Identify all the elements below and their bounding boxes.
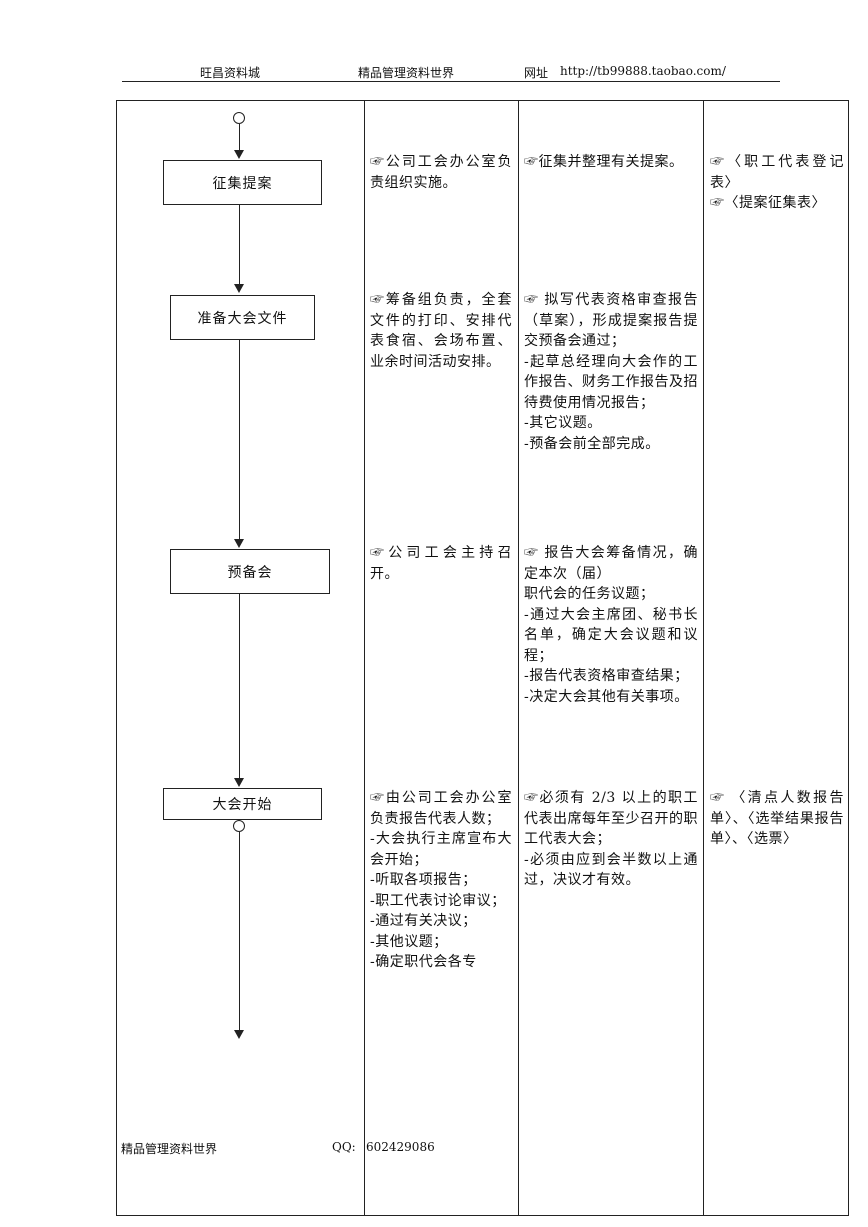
procedure-table xyxy=(116,100,849,1216)
responsibility-text: ☞公司工会办公室负责组织实施。 xyxy=(370,154,512,191)
step-1-records: ☞〈职工代表登记表〉 ☞〈提案征集表〉 xyxy=(710,152,844,214)
responsibility-text: -通过有关决议； xyxy=(370,913,477,929)
requirement-text: ☞必须有 2/3 以上的职工代表出席每年至少召开的职工代表大会； xyxy=(524,790,698,847)
responsibility-text: ☞由公司工会办公室负责报告代表人数； xyxy=(370,790,512,827)
flow-connector-circle xyxy=(233,820,245,832)
responsibility-text: ☞筹备组负责，全套文件的打印、安排代表食宿、会场布置、业余时间活动安排。 xyxy=(370,292,512,370)
requirement-text: -通过大会主席团、秘书长名单，确定大会议题和议程； xyxy=(524,606,698,664)
flow-start-circle xyxy=(233,112,245,124)
flow-arrow-icon xyxy=(234,284,244,293)
flow-arrow-icon xyxy=(234,539,244,548)
flow-connector xyxy=(239,205,240,285)
responsibility-text: -其他议题； xyxy=(370,933,448,950)
step-1-responsibility: ☞公司工会办公室负责组织实施。 xyxy=(370,152,512,193)
header-title: 精品管理资料世界 xyxy=(358,66,455,80)
requirement-text: ☞ 报告大会筹备情况，确定本次（届） xyxy=(524,545,698,582)
requirement-text: ☞征集并整理有关提案。 xyxy=(524,154,684,170)
requirement-text: -起草总经理向大会作的工作报告、财务工作报告及招待费使用情况报告； xyxy=(524,353,698,411)
step-4-requirements: ☞必须有 2/3 以上的职工代表出席每年至少召开的职工代表大会； -必须由应到会… xyxy=(524,788,698,891)
requirement-text: -决定大会其他有关事项。 xyxy=(524,688,689,705)
footer-site-name: 精品管理资料世界 xyxy=(121,1142,218,1156)
requirement-text: -报告代表资格审查结果； xyxy=(524,668,689,684)
responsibility-text: -确定职代会各专 xyxy=(370,954,477,970)
flow-arrow-icon xyxy=(234,778,244,787)
header-rule xyxy=(122,81,780,82)
header-url-label: 网址 xyxy=(524,66,549,80)
requirement-text: -预备会前全部完成。 xyxy=(524,435,660,452)
requirement-text: 职代会的任务议题； xyxy=(524,586,655,602)
header-url-link[interactable]: http://tb99888.taobao.com/ xyxy=(560,64,726,78)
step-3-responsibility: ☞公司工会主持召开。 xyxy=(370,543,512,584)
responsibility-text: -职工代表讨论审议； xyxy=(370,892,506,909)
header-site-name: 旺昌资料城 xyxy=(200,66,261,80)
flow-box-collect-proposals: 征集提案 xyxy=(163,160,322,205)
flow-box-preparatory-meeting: 预备会 xyxy=(170,549,330,594)
responsibility-text: -听取各项报告； xyxy=(370,872,477,888)
flow-box-congress-opens: 大会开始 xyxy=(163,788,322,820)
flow-arrow-icon xyxy=(234,150,244,159)
record-text: ☞〈提案征集表〉 xyxy=(710,195,826,211)
step-2-requirements: ☞ 拟写代表资格审查报告（草案），形成提案报告提交预备会通过； -起草总经理向大… xyxy=(524,290,698,454)
step-2-responsibility: ☞筹备组负责，全套文件的打印、安排代表食宿、会场布置、业余时间活动安排。 xyxy=(370,290,512,372)
requirement-text: -其它议题。 xyxy=(524,415,602,431)
flow-arrow-icon xyxy=(234,1030,244,1039)
flow-box-prepare-documents: 准备大会文件 xyxy=(170,295,315,340)
flow-connector xyxy=(239,124,240,152)
footer-qq-label: QQ: xyxy=(332,1140,356,1154)
record-text: ☞ 〈清点人数报告单〉、〈选举结果报告单〉、〈选票〉 xyxy=(710,790,844,847)
step-4-responsibility: ☞由公司工会办公室负责报告代表人数； -大会执行主席宣布大会开始； -听取各项报… xyxy=(370,788,512,973)
column-divider-2 xyxy=(518,100,519,1216)
column-divider-1 xyxy=(364,100,365,1216)
flow-connector xyxy=(239,340,240,540)
flow-connector xyxy=(239,832,240,1032)
footer-qq-number: 602429086 xyxy=(366,1140,435,1154)
column-divider-3 xyxy=(703,100,704,1216)
step-1-requirements: ☞征集并整理有关提案。 xyxy=(524,152,698,173)
record-text: ☞〈职工代表登记表〉 xyxy=(710,154,844,191)
flow-connector xyxy=(239,594,240,779)
step-4-records: ☞ 〈清点人数报告单〉、〈选举结果报告单〉、〈选票〉 xyxy=(710,788,844,850)
step-3-requirements: ☞ 报告大会筹备情况，确定本次（届） 职代会的任务议题； -通过大会主席团、秘书… xyxy=(524,543,698,707)
responsibility-text: -大会执行主席宣布大会开始； xyxy=(370,831,512,868)
requirement-text: -必须由应到会半数以上通过，决议才有效。 xyxy=(524,851,698,889)
responsibility-text: ☞公司工会主持召开。 xyxy=(370,545,512,582)
requirement-text: ☞ 拟写代表资格审查报告（草案），形成提案报告提交预备会通过； xyxy=(524,292,698,349)
